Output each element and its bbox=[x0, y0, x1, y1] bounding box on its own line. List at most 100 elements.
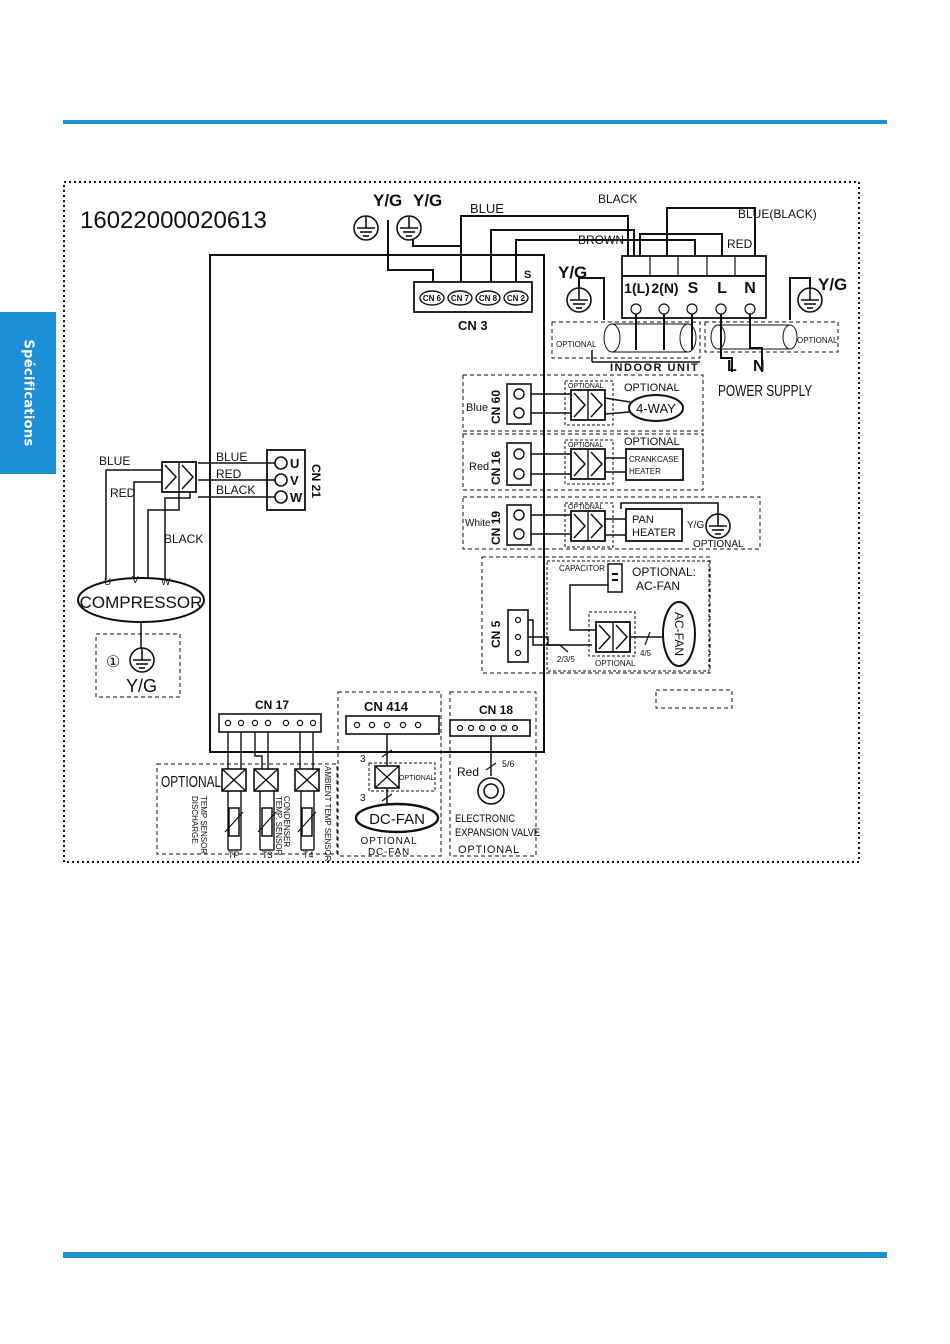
ground-icon-2 bbox=[396, 215, 422, 241]
dc-fan-optional-line2: DC-FAN bbox=[368, 847, 410, 858]
pan-heater-line2: HEATER bbox=[632, 527, 676, 539]
ground-icon-1 bbox=[353, 215, 379, 241]
cn414-label: CN 414 bbox=[364, 699, 409, 714]
compressor-v-label: V bbox=[132, 575, 139, 586]
dc-fan-label: DC-FAN bbox=[369, 811, 425, 828]
compressor-ground-number: ① bbox=[106, 654, 120, 671]
outer-dashed-border bbox=[63, 181, 860, 863]
condenser-sensor-line2: TEMP. SENSOR bbox=[274, 796, 283, 856]
yg-label-right: Y/G bbox=[818, 275, 847, 294]
cn19-label: CN 19 bbox=[489, 511, 503, 545]
cn60-label: CN 60 bbox=[489, 390, 503, 424]
wire-label-blue-black: BLUE(BLACK) bbox=[738, 207, 817, 221]
terminal-s: S bbox=[688, 280, 699, 297]
wire-label-black: BLACK bbox=[598, 192, 637, 206]
cn17-label: CN 17 bbox=[255, 698, 289, 712]
cn17-group bbox=[156, 713, 338, 855]
sidebar-tab-specifications[interactable]: Spécifications bbox=[0, 312, 56, 474]
cn16-group bbox=[462, 433, 704, 491]
cn3-pin-cn2: CN 2 bbox=[507, 294, 526, 303]
yg-label-1: Y/G bbox=[373, 191, 402, 210]
cn414-pin-a: 3 bbox=[360, 754, 366, 765]
power-supply-label: POWER SUPPLY bbox=[718, 381, 813, 399]
terminal-1l: 1(L) bbox=[624, 280, 650, 296]
part-number: 16022000020613 bbox=[80, 207, 267, 234]
cn21-wire-black: BLACK bbox=[216, 483, 255, 497]
cn60-group bbox=[462, 374, 704, 432]
footer-rule bbox=[63, 1252, 887, 1258]
cn16-optional-small: OPTIONAL bbox=[568, 442, 604, 449]
cn5-pins-label-b: 4/5 bbox=[640, 649, 652, 658]
cn21-label: CN 21 bbox=[309, 464, 323, 498]
pan-heater-line1: PAN bbox=[632, 514, 654, 526]
cn18-label: CN 18 bbox=[479, 703, 513, 717]
terminal-n: N bbox=[744, 280, 756, 297]
ac-fan-label: AC-FAN bbox=[672, 612, 686, 656]
cn19-group bbox=[462, 496, 761, 550]
power-optional-box bbox=[704, 314, 839, 372]
ground-icon-compressor bbox=[129, 647, 155, 673]
cn18-pins-label: 5/6 bbox=[502, 759, 515, 769]
sensor-t4-label: T4 bbox=[303, 850, 314, 860]
condenser-sensor-line1: CONDENSER bbox=[282, 796, 291, 847]
cn5-pins-label-a: 2/3/5 bbox=[557, 655, 575, 664]
expansion-valve-line2: EXPANSION VALVE bbox=[455, 827, 540, 839]
indoor-optional-label: OPTIONAL bbox=[556, 340, 597, 349]
cn17-optional-label: OPTIONAL bbox=[161, 774, 221, 791]
compressor-wire-blue: BLUE bbox=[99, 454, 130, 468]
cn21-pin-w: W bbox=[290, 490, 303, 505]
cn414-group bbox=[337, 691, 442, 857]
cn3-pin-cn6: CN 6 bbox=[423, 294, 442, 303]
cn5-optional-small: OPTIONAL bbox=[595, 659, 636, 668]
wire-label-red: RED bbox=[727, 237, 753, 251]
terminal-l: L bbox=[717, 280, 727, 297]
cn21-pin-u: U bbox=[290, 456, 299, 471]
four-way-valve-label: 4-WAY bbox=[636, 401, 676, 416]
wire-label-blue: BLUE bbox=[470, 201, 504, 216]
cn21-wire-red: RED bbox=[216, 467, 242, 481]
cn19-optional-label: OPTIONAL bbox=[693, 539, 744, 550]
sensor-tp-label: TP bbox=[228, 850, 240, 860]
compressor-w-label: W bbox=[161, 577, 171, 588]
cn414-optional-small: OPTIONAL bbox=[399, 775, 435, 782]
cn5-group bbox=[481, 556, 711, 674]
expansion-valve-line1: ELECTRONIC bbox=[455, 813, 515, 825]
power-l-label: L bbox=[727, 358, 737, 375]
ground-icon-pan-heater bbox=[705, 513, 731, 539]
cn21-wire-blue: BLUE bbox=[216, 450, 247, 464]
cn21-connector bbox=[198, 449, 306, 511]
cn60-optional-label: OPTIONAL bbox=[624, 382, 680, 394]
compressor-u-label: U bbox=[104, 577, 111, 588]
compressor-wiring bbox=[77, 461, 205, 698]
compressor-yg-label: Y/G bbox=[126, 676, 157, 696]
crankcase-heater-line1: CRANKCASE bbox=[629, 455, 679, 464]
cn16-wire-label: Red bbox=[469, 461, 489, 473]
cn3-connector bbox=[413, 281, 533, 313]
cn18-wire-label: Red bbox=[457, 765, 479, 779]
sensor-t3-label: T3 bbox=[262, 850, 273, 860]
yg-label-2: Y/G bbox=[413, 191, 442, 210]
ac-fan-optional-line2: AC-FAN bbox=[636, 579, 680, 593]
yg-label-left: Y/G bbox=[558, 263, 587, 282]
wire-label-brown: BROWN bbox=[578, 233, 624, 247]
cn19-wire-label: White bbox=[465, 518, 491, 529]
cn60-wire-label: Blue bbox=[466, 402, 488, 414]
ambient-sensor-label: AMBIENT TEMP SENSOR bbox=[323, 766, 332, 862]
compressor-wire-red: RED bbox=[110, 486, 136, 500]
dc-fan-optional-line1: OPTIONAL bbox=[361, 836, 418, 847]
main-board-outline bbox=[209, 254, 545, 753]
indoor-optional-box bbox=[551, 314, 701, 363]
ground-icon-left bbox=[566, 287, 592, 313]
terminal-block bbox=[621, 255, 767, 319]
power-n-label: N bbox=[753, 358, 765, 375]
crankcase-heater-line2: HEATER bbox=[629, 467, 661, 476]
header-rule bbox=[63, 120, 887, 124]
compressor-wire-black: BLACK bbox=[164, 532, 203, 546]
cn5-label: CN 5 bbox=[489, 620, 503, 648]
blank-dashed-box bbox=[655, 689, 733, 709]
ac-fan-optional-line1: OPTIONAL: bbox=[632, 565, 696, 579]
cn3-label: CN 3 bbox=[458, 318, 488, 333]
cn414-pin-b: 3 bbox=[360, 793, 366, 804]
terminal-2n: 2(N) bbox=[651, 280, 678, 296]
discharge-sensor-line2: TEMP SENSOR bbox=[199, 796, 208, 854]
